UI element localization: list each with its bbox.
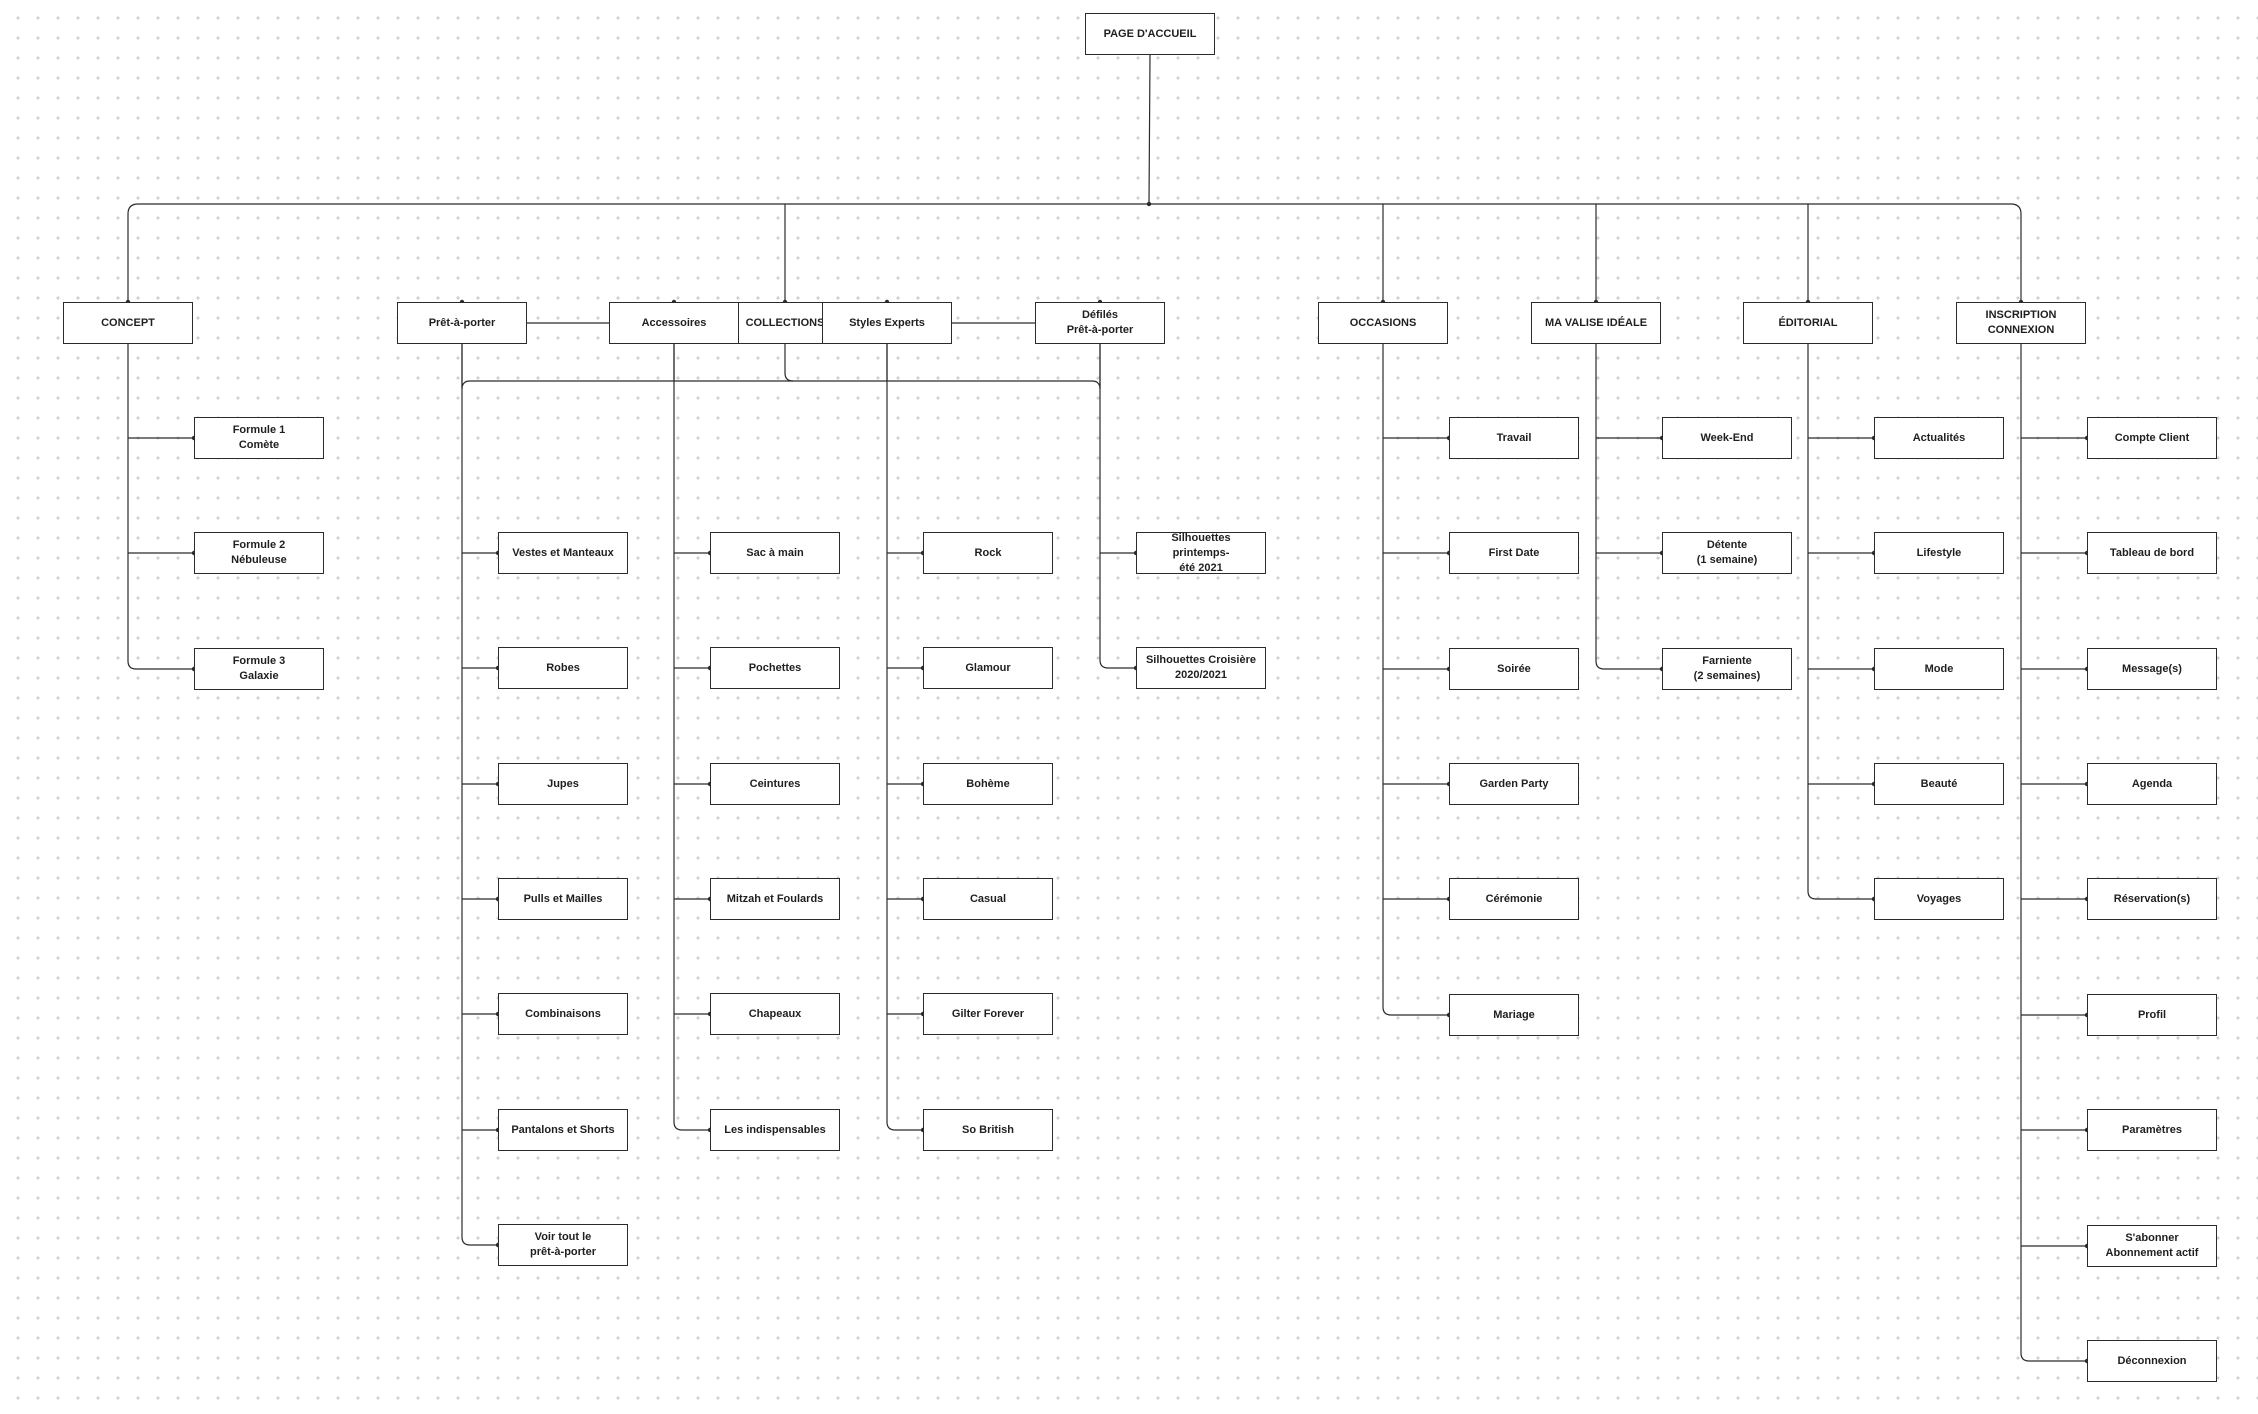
node-page-d-accueil[interactable]: PAGE D'ACCUEIL <box>1085 13 1215 55</box>
item-sac-a-main[interactable]: Sac à main <box>710 532 840 574</box>
item-glamour[interactable]: Glamour <box>923 647 1053 689</box>
item-s-abonner-abonnement-actif[interactable]: S'abonner Abonnement actif <box>2087 1225 2217 1267</box>
section-valise-spine <box>1595 344 1662 670</box>
item-soiree[interactable]: Soirée <box>1449 648 1579 690</box>
section-occasions[interactable]: OCCASIONS <box>1318 302 1448 344</box>
item-combinaisons[interactable]: Combinaisons <box>498 993 628 1035</box>
item-voyages[interactable]: Voyages <box>1874 878 2004 920</box>
item-les-indispensables[interactable]: Les indispensables <box>710 1109 840 1151</box>
section-compte-spine <box>2020 344 2087 1362</box>
item-ceremonie[interactable]: Cérémonie <box>1449 878 1579 920</box>
item-deconnexion[interactable]: Déconnexion <box>2087 1340 2217 1382</box>
item-beaute[interactable]: Beauté <box>1874 763 2004 805</box>
section-editorial-spine <box>1807 344 1874 900</box>
group-defiles-spine <box>1099 344 1136 669</box>
item-rock[interactable]: Rock <box>923 532 1053 574</box>
section-editorial[interactable]: ÉDITORIAL <box>1743 302 1873 344</box>
item-lifestyle[interactable]: Lifestyle <box>1874 532 2004 574</box>
group-acc-spine <box>673 344 710 1131</box>
item-farniente-2-semaines[interactable]: Farniente (2 semaines) <box>1662 648 1792 690</box>
section-occasions-spine <box>1382 344 1449 1016</box>
item-casual[interactable]: Casual <box>923 878 1053 920</box>
item-profil[interactable]: Profil <box>2087 994 2217 1036</box>
item-tableau-de-bord[interactable]: Tableau de bord <box>2087 532 2217 574</box>
item-week-end[interactable]: Week-End <box>1662 417 1792 459</box>
item-mariage[interactable]: Mariage <box>1449 994 1579 1036</box>
item-mitzah-et-foulards[interactable]: Mitzah et Foulards <box>710 878 840 920</box>
item-vestes-et-manteaux[interactable]: Vestes et Manteaux <box>498 532 628 574</box>
group-defiles[interactable]: Défilés Prêt-à-porter <box>1035 302 1165 344</box>
root-connector <box>1148 54 1151 205</box>
group-pret-spine <box>461 344 498 1246</box>
item-pochettes[interactable]: Pochettes <box>710 647 840 689</box>
group-acc[interactable]: Accessoires <box>609 302 739 344</box>
item-mode[interactable]: Mode <box>1874 648 2004 690</box>
item-travail[interactable]: Travail <box>1449 417 1579 459</box>
item-silhouettes-printemps-ete-2021[interactable]: Silhouettes printemps- été 2021 <box>1136 532 1266 574</box>
item-robes[interactable]: Robes <box>498 647 628 689</box>
item-pulls-et-mailles[interactable]: Pulls et Mailles <box>498 878 628 920</box>
section-concept[interactable]: CONCEPT <box>63 302 193 344</box>
main-bus <box>127 203 2022 302</box>
item-pantalons-et-shorts[interactable]: Pantalons et Shorts <box>498 1109 628 1151</box>
item-detente-1-semaine[interactable]: Détente (1 semaine) <box>1662 532 1792 574</box>
item-gilter-forever[interactable]: Gilter Forever <box>923 993 1053 1035</box>
item-jupes[interactable]: Jupes <box>498 763 628 805</box>
item-first-date[interactable]: First Date <box>1449 532 1579 574</box>
item-silhouettes-croisiere-2020-2021[interactable]: Silhouettes Croisière 2020/2021 <box>1136 647 1266 689</box>
item-compte-client[interactable]: Compte Client <box>2087 417 2217 459</box>
item-formule-2-nebuleuse[interactable]: Formule 2 Nébuleuse <box>194 532 324 574</box>
item-agenda[interactable]: Agenda <box>2087 763 2217 805</box>
item-so-british[interactable]: So British <box>923 1109 1053 1151</box>
section-valise[interactable]: MA VALISE IDÉALE <box>1531 302 1661 344</box>
item-garden-party[interactable]: Garden Party <box>1449 763 1579 805</box>
item-voir-tout-le-pret-a-porter[interactable]: Voir tout le prêt-à-porter <box>498 1224 628 1266</box>
group-styles[interactable]: Styles Experts <box>822 302 952 344</box>
item-formule-3-galaxie[interactable]: Formule 3 Galaxie <box>194 648 324 690</box>
item-formule-1-comete[interactable]: Formule 1 Comète <box>194 417 324 459</box>
item-ceintures[interactable]: Ceintures <box>710 763 840 805</box>
item-message-s[interactable]: Message(s) <box>2087 648 2217 690</box>
item-boheme[interactable]: Bohème <box>923 763 1053 805</box>
group-styles-spine <box>886 344 923 1131</box>
section-compte[interactable]: INSCRIPTION CONNEXION <box>1956 302 2086 344</box>
section-concept-spine <box>127 344 194 670</box>
group-pret[interactable]: Prêt-à-porter <box>397 302 527 344</box>
item-actualites[interactable]: Actualités <box>1874 417 2004 459</box>
item-parametres[interactable]: Paramètres <box>2087 1109 2217 1151</box>
item-reservation-s[interactable]: Réservation(s) <box>2087 878 2217 920</box>
item-chapeaux[interactable]: Chapeaux <box>710 993 840 1035</box>
